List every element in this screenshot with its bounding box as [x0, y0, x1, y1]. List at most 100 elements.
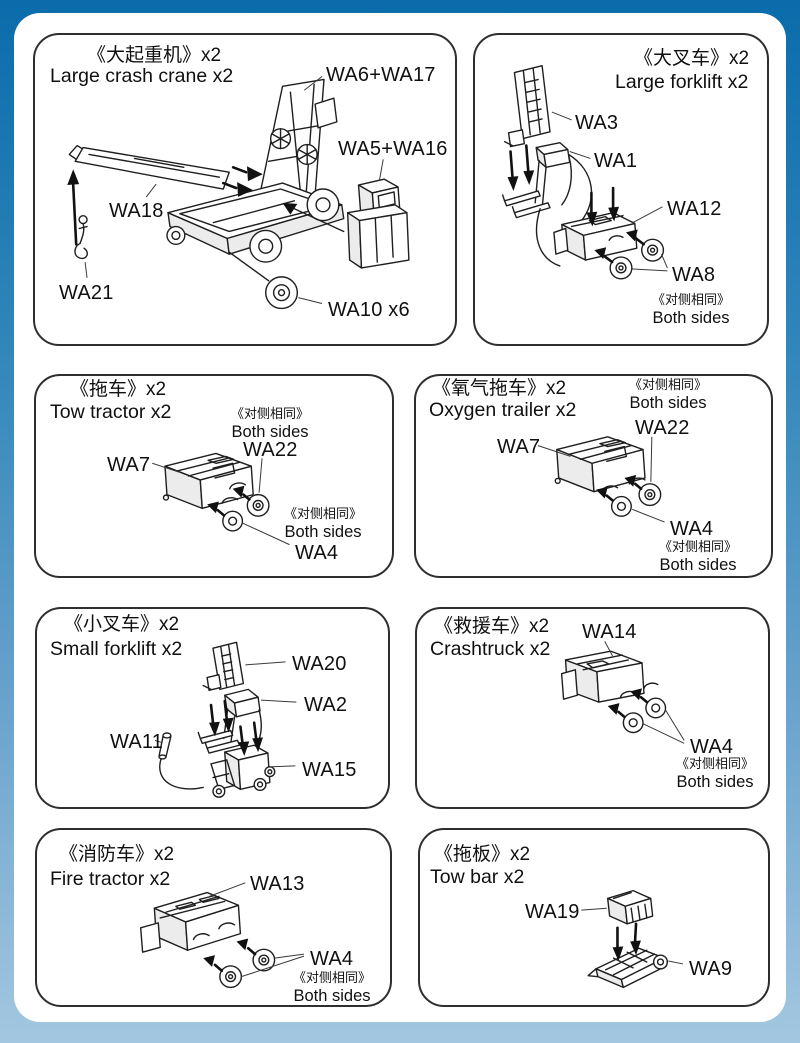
wheel-part — [623, 698, 665, 732]
part-label: WA10 x6 — [328, 299, 410, 321]
both-sides-note: 《对侧相同》 Both sides — [292, 970, 372, 1006]
note-zh: 《对侧相同》 — [283, 506, 363, 521]
panel-title-en: Tow bar x2 — [430, 866, 525, 888]
tow-tractor-assembly-drawing — [36, 376, 392, 576]
trailer-body-part — [555, 437, 645, 492]
note-zh: 《对侧相同》 — [292, 970, 372, 985]
note-zh: 《对侧相同》 — [675, 756, 755, 771]
note-en: Both sides — [652, 308, 730, 327]
wheel-part — [223, 495, 269, 531]
part-label: WA4 — [690, 736, 734, 758]
truck-body-part — [562, 651, 658, 702]
part-label: WA4 — [310, 948, 354, 970]
panel-title-en: Large forklift x2 — [615, 71, 749, 93]
part-label: WA8 — [672, 264, 716, 286]
panel-title-zh: 《大叉车》x2 — [634, 48, 750, 69]
tow-plate-part — [588, 948, 667, 987]
part-label: WA9 — [689, 958, 733, 980]
note-en: Both sides — [293, 986, 371, 1005]
wheel-part — [610, 239, 663, 278]
pin-part — [159, 733, 203, 789]
tow-bar-assembly-drawing — [420, 830, 768, 1005]
part-label: WA21 — [59, 282, 114, 304]
truck-body-part — [141, 893, 241, 953]
panel-title-zh: 《拖车》x2 — [70, 379, 167, 400]
chassis-part — [167, 183, 344, 262]
hitch-part — [608, 891, 653, 924]
both-sides-note: 《对侧相同》 Both sides — [651, 292, 731, 328]
cab-box-part — [348, 179, 409, 268]
wheel-part — [220, 949, 275, 987]
chassis-part — [554, 213, 637, 260]
crashtruck-assembly-drawing — [417, 609, 768, 807]
panel-title-zh: 《小叉车》x2 — [64, 614, 180, 635]
tractor-body-part — [164, 453, 254, 508]
part-label: WA13 — [250, 873, 305, 895]
panel-title-en: Tow tractor x2 — [50, 401, 172, 423]
panel-small-forklift: 《小叉车》x2 Small forklift x2 WA20 WA2 WA11 … — [35, 607, 390, 809]
panel-title-zh: 《大起重机》x2 — [87, 45, 222, 66]
panel-tow-tractor: 《拖车》x2 Tow tractor x2 WA7 WA22 WA4 《对侧相同… — [34, 374, 394, 578]
hook-part — [75, 216, 87, 259]
part-label: WA22 — [243, 439, 298, 461]
part-label: WA14 — [582, 621, 637, 643]
boom-part — [69, 146, 229, 189]
part-label: WA4 — [670, 518, 714, 540]
part-label: WA5+WA16 — [338, 138, 448, 160]
both-sides-note: 《对侧相同》 Both sides — [628, 377, 708, 413]
part-label: WA12 — [667, 198, 722, 220]
panel-crashtruck: 《救援车》x2 Crashtruck x2 WA14 WA4 《对侧相同》 Bo… — [415, 607, 770, 809]
bracket-part — [198, 689, 261, 753]
part-label: WA3 — [575, 112, 619, 134]
note-en: Both sides — [629, 393, 707, 412]
part-label: WA2 — [304, 694, 348, 716]
part-label: WA4 — [295, 542, 339, 564]
note-en: Both sides — [231, 422, 309, 441]
panel-title-en: Small forklift x2 — [50, 638, 183, 660]
note-zh: 《对侧相同》 — [658, 539, 738, 554]
panel-fire-tractor: 《消防车》x2 Fire tractor x2 WA13 WA4 《对侧相同》 … — [35, 828, 392, 1007]
panel-oxygen-trailer: 《氧气拖车》x2 Oxygen trailer x2 WA7 WA22 WA4 … — [414, 374, 773, 578]
panel-title-en: Fire tractor x2 — [50, 868, 171, 890]
both-sides-note: 《对侧相同》 Both sides — [283, 506, 363, 542]
fire-tractor-assembly-drawing — [37, 830, 390, 1005]
part-label: WA6+WA17 — [326, 64, 436, 86]
note-en: Both sides — [676, 772, 754, 791]
panel-title-en: Crashtruck x2 — [430, 638, 551, 660]
note-zh: 《对侧相同》 — [230, 406, 310, 421]
tower-part — [261, 79, 337, 195]
note-zh: 《对侧相同》 — [651, 292, 731, 307]
note-zh: 《对侧相同》 — [628, 377, 708, 392]
carriage-part — [503, 143, 592, 266]
panel-title-en: Oxygen trailer x2 — [429, 399, 577, 421]
panel-title-zh: 《消防车》x2 — [59, 844, 175, 865]
mast-part — [505, 66, 550, 147]
instruction-sheet: 《大起重机》x2 Large crash crane x2 WA6+WA17 W… — [14, 13, 786, 1022]
part-label: WA15 — [302, 759, 357, 781]
base-part — [211, 745, 275, 797]
part-label: WA1 — [594, 150, 638, 172]
panel-title-zh: 《氧气拖车》x2 — [432, 378, 567, 399]
panel-large-crash-crane: 《大起重机》x2 Large crash crane x2 WA6+WA17 W… — [33, 33, 457, 346]
part-label: WA7 — [497, 436, 541, 458]
part-label: WA22 — [635, 417, 690, 439]
panel-title-en: Large crash crane x2 — [50, 65, 234, 87]
part-label: WA18 — [109, 200, 164, 222]
mast-part — [203, 642, 243, 690]
panel-large-forklift: 《大叉车》x2 Large forklift x2 WA3 WA1 WA12 W… — [473, 33, 769, 346]
both-sides-note: 《对侧相同》 Both sides — [675, 756, 755, 792]
small-forklift-assembly-drawing — [37, 609, 388, 807]
note-en: Both sides — [284, 522, 362, 541]
both-sides-note: 《对侧相同》 Both sides — [230, 406, 310, 442]
panel-title-zh: 《救援车》x2 — [434, 616, 550, 637]
crane-assembly-drawing — [67, 35, 455, 344]
part-label: WA19 — [525, 901, 580, 923]
panel-title-zh: 《拖板》x2 — [434, 844, 531, 865]
both-sides-note: 《对侧相同》 Both sides — [658, 539, 738, 575]
part-label: WA20 — [292, 653, 347, 675]
part-label: WA11 — [110, 731, 164, 753]
spare-wheel-part — [266, 277, 298, 309]
part-label: WA7 — [107, 454, 151, 476]
oxygen-trailer-assembly-drawing — [416, 376, 771, 576]
